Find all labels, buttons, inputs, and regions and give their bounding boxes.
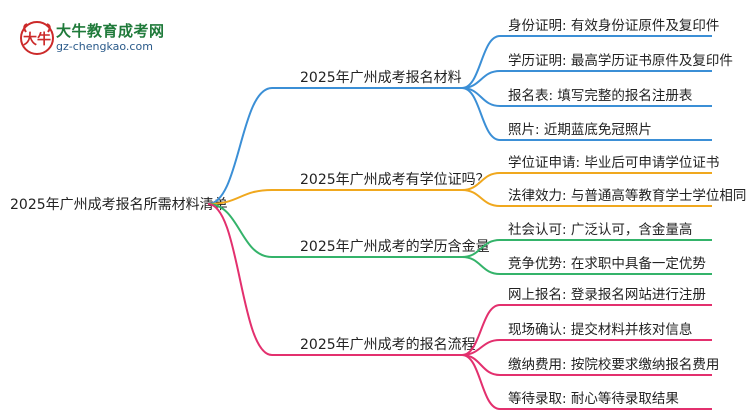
svg-text:大牛: 大牛 [23,31,51,48]
branch-topic: 2025年广州成考报名材料 [300,70,462,86]
leaf-topic: 身份证明: 有效身份证原件及复印件 [508,17,719,34]
leaf-topic: 网上报名: 登录报名网站进行注册 [508,287,706,303]
branch-topic: 2025年广州成考有学位证吗？ [300,172,490,188]
leaf-topic: 学位证申请: 毕业后可申请学位证书 [508,155,719,171]
branch-topic: 2025年广州成考的报名流程 [300,337,476,353]
branch-connector [207,203,273,258]
leaf-topic: 等待录取: 耐心等待录取结果 [508,390,679,407]
leaf-topic: 竞争优势: 在求职中具备一定优势 [508,255,706,272]
branch-topic: 2025年广州成考的学历含金量 [300,239,490,255]
leaf-topic: 社会认可: 广泛认可，含金量高 [508,221,692,238]
leaf-connector [461,189,501,207]
site-logo[interactable]: 大牛 大牛教育成考网 gz-chengkao.com [18,18,178,58]
branch-connector [207,189,273,205]
leaf-topic: 学历证明: 最高学历证书原件及复印件 [508,52,733,69]
logo-title: 大牛教育成考网 [56,22,165,40]
branch-connector [207,87,273,205]
leaf-topic: 法律效力: 与普通高等教育学士学位相同 [508,187,746,204]
leaf-connector [461,87,501,141]
leaf-connector [461,256,501,275]
leaf-topic: 照片: 近期蓝底免冠照片 [508,122,652,138]
leaf-topic: 缴纳费用: 按院校要求缴纳报名费用 [508,356,719,373]
leaf-connector [461,354,501,410]
logo-url: gz-chengkao.com [56,40,153,53]
leaf-topic: 现场确认: 提交材料并核对信息 [508,321,692,338]
root-topic: 2025年广州成考报名所需材料清单 [10,197,228,213]
branch-connector [207,203,273,356]
logo-cow-icon: 大牛 [20,21,54,55]
leaf-topic: 报名表: 填写完整的报名注册表 [508,88,693,104]
